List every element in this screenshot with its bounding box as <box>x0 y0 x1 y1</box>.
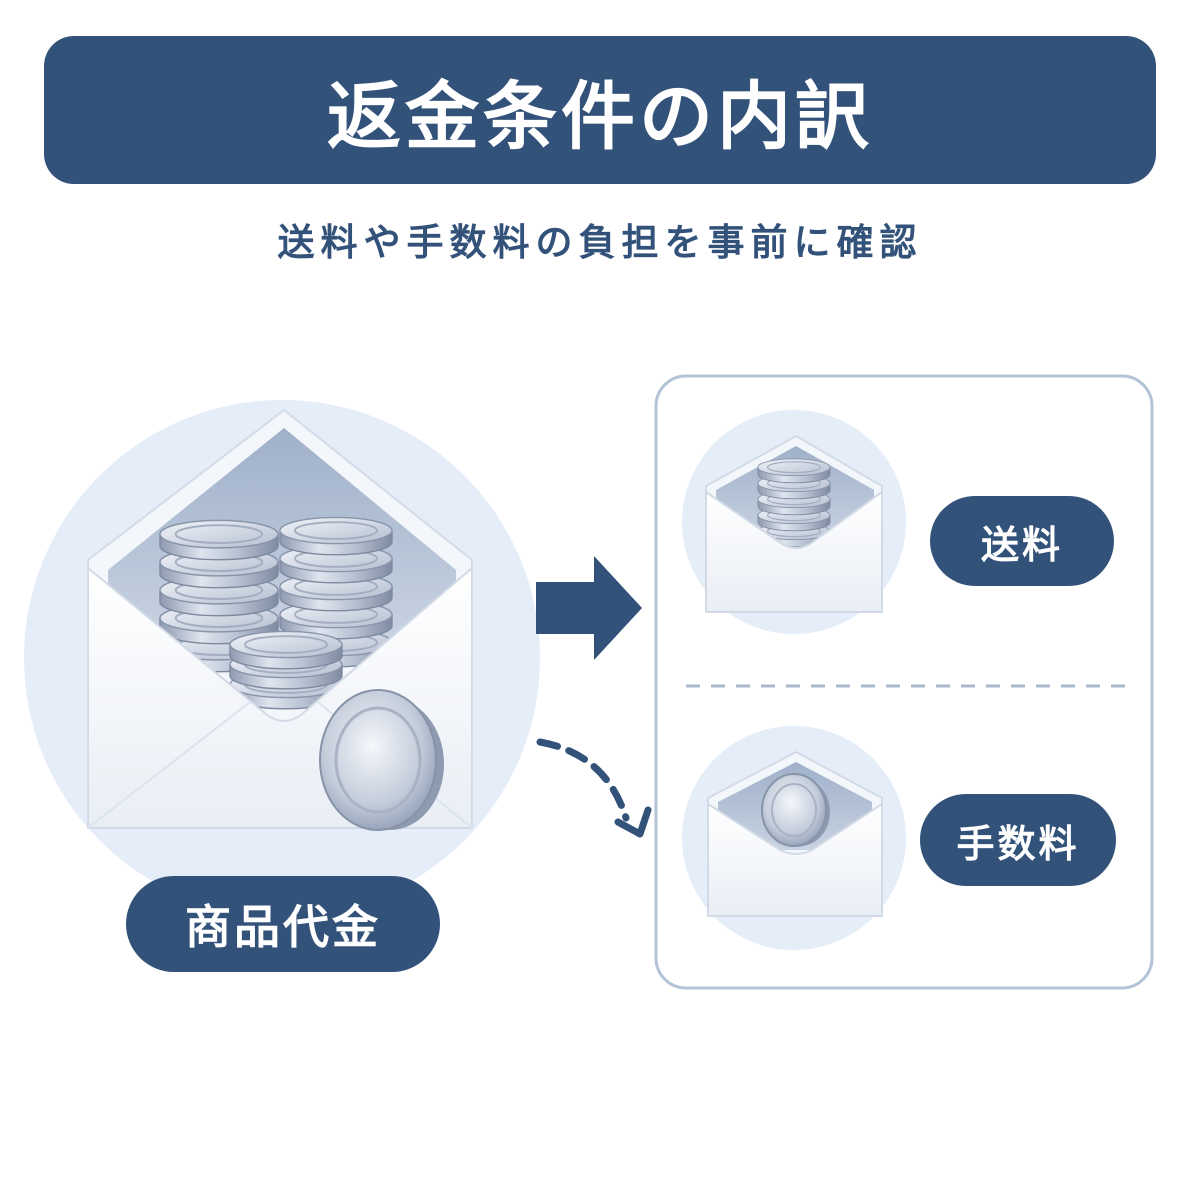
page-title: 返金条件の内訳 <box>327 73 873 160</box>
product-price-label: 商品代金 <box>126 876 440 972</box>
shipping-fee-label: 送料 <box>930 496 1114 586</box>
arrow-right-icon <box>536 556 642 660</box>
page-subtitle: 送料や手数料の負担を事前に確認 <box>277 221 923 264</box>
dashed-arrow-icon <box>536 738 652 838</box>
large-coin <box>319 689 444 831</box>
title-banner: 返金条件の内訳 <box>44 36 1156 184</box>
envelope-coins-icon <box>87 408 473 831</box>
main-envelope-group <box>24 400 540 916</box>
envelope-single-coin-icon <box>682 726 906 950</box>
envelope-coin-stack-icon <box>682 410 906 634</box>
handling-fee-label: 手数料 <box>920 794 1116 886</box>
